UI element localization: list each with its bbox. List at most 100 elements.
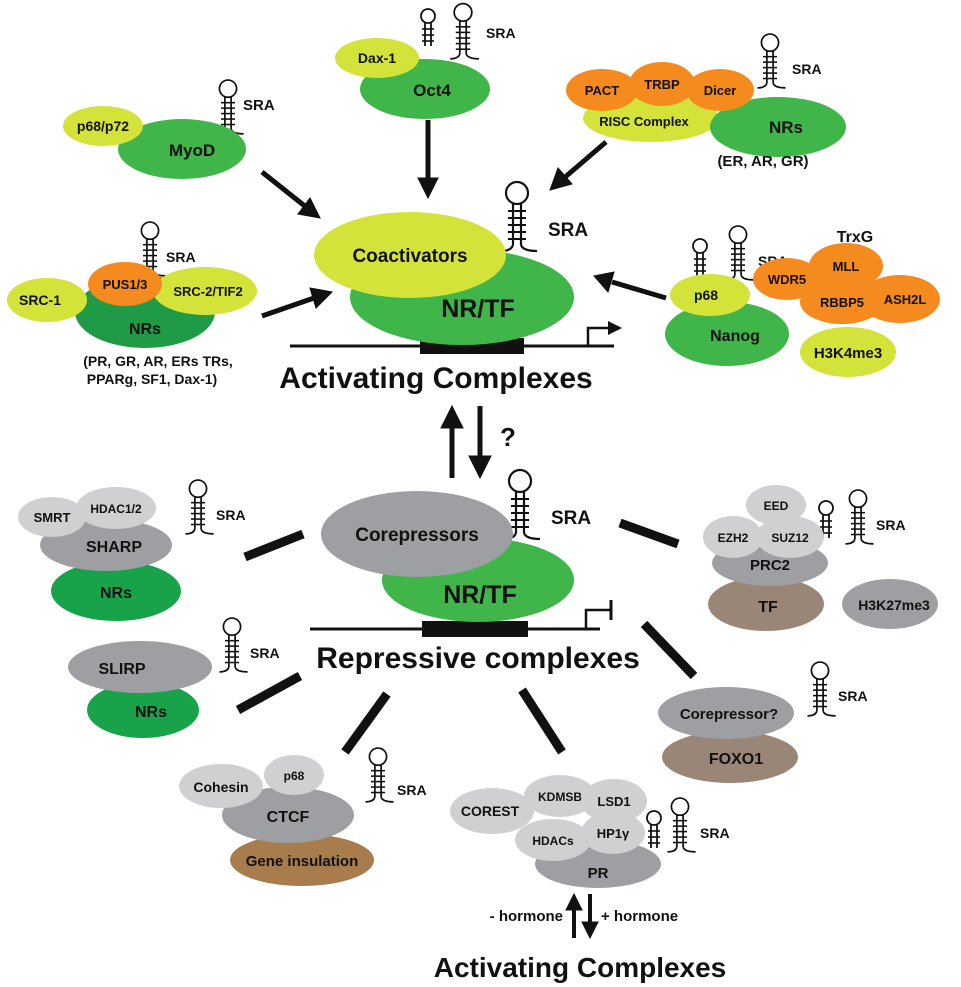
myod-label: MyoD — [169, 141, 215, 160]
gene-insulation-shape — [230, 834, 374, 886]
p68-p72-shape — [63, 106, 143, 146]
h3k4me3-label: H3K4me3 — [814, 345, 882, 362]
nrs-shape — [710, 97, 846, 157]
nr-list-line2: PPARg, SF1, Dax-1) — [87, 371, 217, 387]
src1-label: SRC-1 — [19, 292, 61, 308]
uncertainty-mark: ? — [500, 422, 516, 452]
sharp-complex: SRA NRs SHARP SMRT HDAC1/2 — [18, 479, 246, 621]
repression-bars — [235, 518, 698, 755]
src1-shape — [7, 278, 87, 322]
nr-list-line1: (PR, GR, AR, ERs TRs, — [83, 353, 233, 369]
nrs-label: NRs — [769, 118, 803, 137]
lsd1-shape — [581, 779, 647, 823]
pr-label: PR — [588, 865, 609, 882]
hdac12-shape — [76, 487, 156, 529]
central-activating-complex: NR/TF SRA Coactivators — [290, 180, 622, 354]
sra-rna-icon — [449, 2, 480, 60]
hormone-arrows — [565, 892, 599, 940]
dna-binding-element — [422, 621, 528, 637]
dicer-shape — [686, 69, 754, 111]
myod-complex: SRA MyoD p68/p72 — [63, 79, 275, 179]
activating-complexes-bottom-title: Activating Complexes — [434, 952, 727, 983]
src2-label: SRC-2/TIF2 — [173, 284, 242, 299]
sra-rna-icon — [218, 617, 249, 673]
hdacs-shape — [515, 819, 591, 861]
foxo1-label: FOXO1 — [709, 751, 763, 768]
smrt-label: SMRT — [34, 510, 71, 525]
equilibrium-arrows — [440, 404, 492, 480]
nrs-list-label: (ER, AR, GR) — [717, 153, 808, 170]
sra-label: SRA — [876, 517, 906, 533]
corepressors-label: Corepressors — [355, 525, 479, 546]
foxo1-shape — [662, 731, 798, 783]
nr-tf-label: NR/TF — [443, 581, 517, 609]
p68-label: p68 — [284, 769, 305, 783]
h3k27me3-shape — [842, 579, 938, 629]
myod-shape — [118, 119, 246, 179]
sra-rna-icon — [724, 225, 755, 281]
pr-corest-complex: SRA PR COREST KDMSB LSD1 HDACs HP1γ — [450, 775, 730, 888]
slirp-label: SLIRP — [98, 661, 145, 678]
oct4-complex: SRA Oct4 Dax-1 — [335, 2, 516, 119]
nanog-label: Nanog — [710, 328, 760, 345]
prc2-label: PRC2 — [750, 557, 790, 574]
tf-label: TF — [758, 599, 778, 616]
cohesin-label: Cohesin — [193, 779, 248, 795]
corepressor-shape — [658, 687, 794, 739]
rbbp5-label: RBBP5 — [820, 295, 864, 310]
nrs-label: NRs — [135, 704, 167, 721]
slirp-complex: SRA NRs SLIRP — [68, 617, 280, 738]
sra-label: SRA — [216, 507, 246, 523]
sharp-label: SHARP — [86, 539, 142, 556]
trxg-label: TrxG — [837, 229, 873, 246]
corest-shape — [450, 788, 534, 834]
ctcf-label: CTCF — [267, 809, 310, 826]
nrs-label: NRs — [129, 321, 161, 338]
sra-label: SRA — [838, 688, 868, 704]
sra-label: SRA — [397, 782, 427, 798]
plus-hormone-label: + hormone — [601, 908, 678, 925]
corest-label: COREST — [461, 803, 520, 819]
pact-shape — [566, 69, 638, 111]
eed-label: EED — [764, 499, 789, 513]
p68-p72-label: p68/p72 — [77, 118, 129, 134]
slirp-shape — [68, 641, 212, 693]
gene-insulation-label: Gene insulation — [246, 853, 359, 870]
hdacs-label: HDACs — [532, 834, 574, 848]
src2-shape — [153, 267, 257, 315]
mll-label: MLL — [833, 259, 860, 274]
sra-label: SRA — [792, 61, 822, 77]
nrs-shape — [87, 682, 199, 738]
p68-label: p68 — [694, 287, 718, 303]
pact-label: PACT — [585, 83, 619, 98]
sra-rna-icon — [692, 238, 708, 277]
suz12-label: SUZ12 — [771, 531, 809, 545]
activating-complexes-title: Activating Complexes — [279, 362, 592, 395]
sra-rna-icon — [184, 479, 215, 535]
hp1g-shape — [581, 812, 645, 854]
sra-rna-icon — [844, 489, 875, 545]
nr-tf-label: NR/TF — [441, 295, 515, 323]
ezh2-label: EZH2 — [718, 531, 749, 545]
coactivators-label: Coactivators — [352, 246, 467, 267]
smrt-shape — [18, 497, 86, 537]
cohesin-shape — [179, 764, 263, 808]
coactivators-shape — [314, 212, 506, 298]
dax1-label: Dax-1 — [358, 50, 396, 66]
ctcf-shape — [222, 787, 354, 843]
hp1g-label: HP1γ — [597, 826, 630, 841]
oct4-label: Oct4 — [413, 81, 451, 100]
repressive-complexes-title: Repressive complexes — [316, 642, 640, 675]
risc-label: RISC Complex — [599, 114, 689, 129]
sra-rna-icon — [806, 661, 837, 717]
h3k4me3-shape — [800, 327, 896, 377]
foxo1-complex: SRA FOXO1 Corepressor? — [658, 661, 868, 783]
pus13-shape — [88, 262, 162, 306]
trbp-label: TRBP — [644, 77, 680, 92]
risc-complex: SRA RISC Complex NRs PACT TRBP Dicer (ER… — [566, 33, 846, 170]
prc2-complex: SRA TF H3K27me3 PRC2 EZH2 EED SUZ12 — [703, 485, 938, 631]
corepressor-label: Corepressor? — [680, 706, 778, 723]
sra-label: SRA — [548, 220, 588, 241]
